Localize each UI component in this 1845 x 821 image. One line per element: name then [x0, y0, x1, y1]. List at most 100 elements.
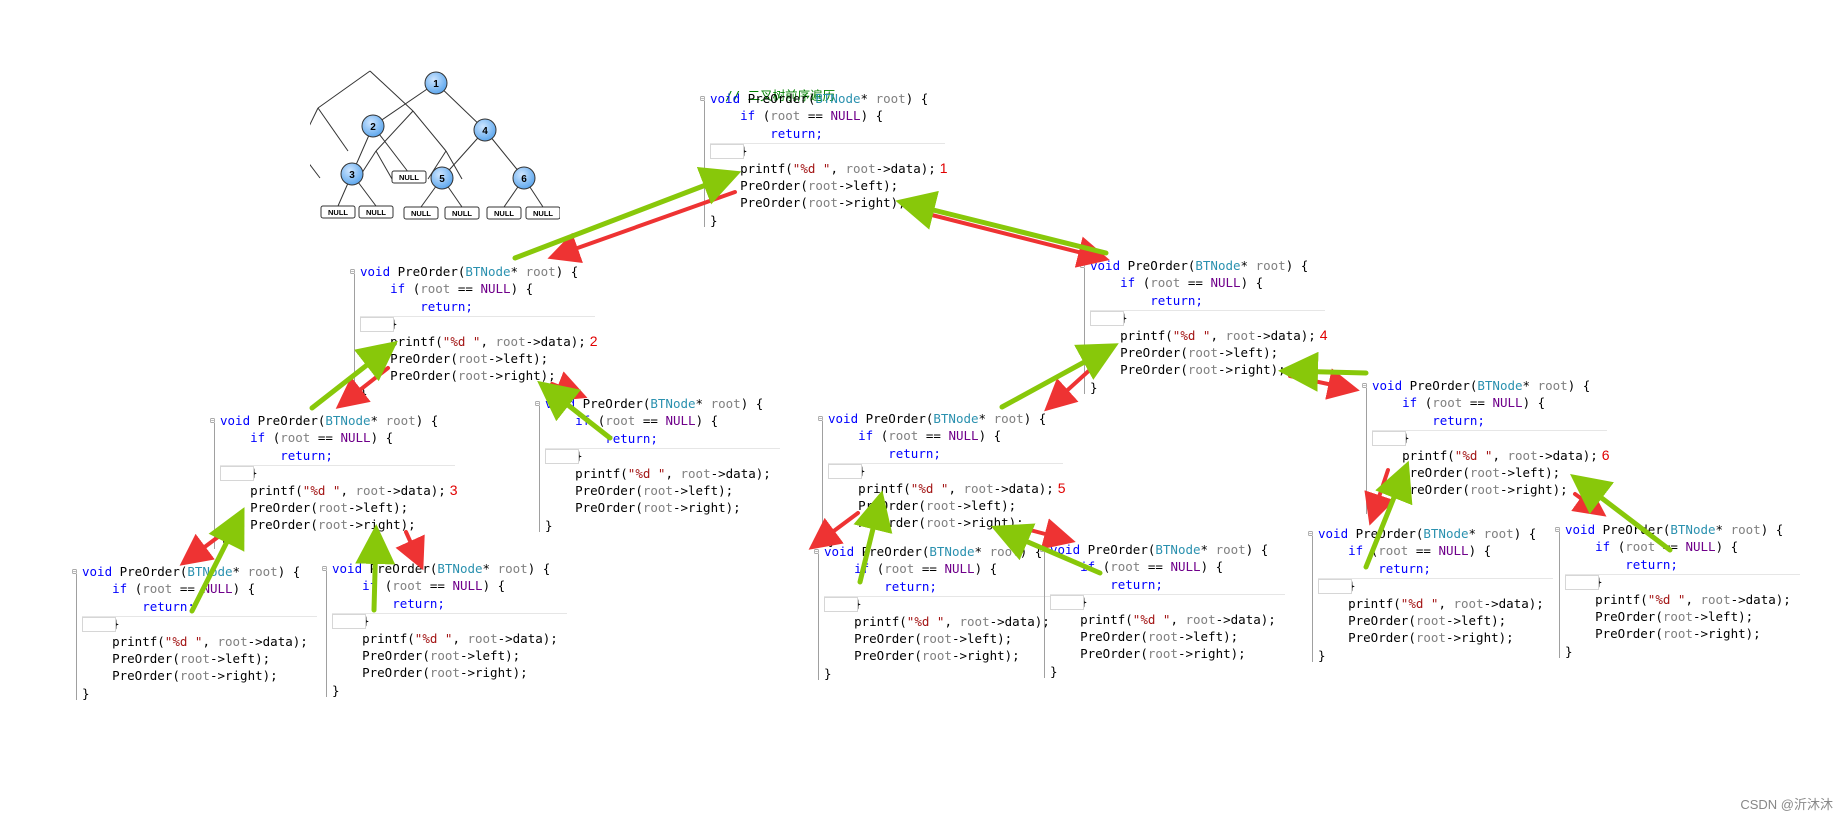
- return-arrow: [853, 490, 893, 585]
- collapse-icon[interactable]: ⊟: [1555, 525, 1560, 534]
- tree-node-5: 5: [430, 166, 454, 190]
- svg-text:NULL: NULL: [399, 173, 419, 182]
- scope-line: [704, 101, 705, 227]
- code-line: PreOrder(root->right);: [1595, 626, 1761, 642]
- return-arrow: [309, 340, 398, 411]
- preorder-function-block: void PreOrder(BTNode* root) { if (root =…: [700, 90, 948, 229]
- step-number: 5: [1053, 479, 1066, 496]
- step-number: 3: [445, 481, 458, 498]
- collapse-icon[interactable]: ⊟: [818, 414, 823, 423]
- divider: [824, 596, 1059, 597]
- code-line: return;: [1110, 576, 1163, 592]
- return-arrow: [990, 523, 1103, 576]
- divider: [332, 613, 567, 614]
- collapsed-region: [1090, 311, 1124, 326]
- collapsed-region: [220, 466, 254, 481]
- divider: [360, 316, 595, 317]
- svg-text:NULL: NULL: [328, 208, 348, 217]
- step-number: 4: [1315, 326, 1328, 343]
- code-line: printf("%d ", root->data); 6: [1402, 446, 1610, 463]
- call-arrow: [1028, 518, 1076, 550]
- scope-line: [354, 274, 355, 400]
- collapse-icon[interactable]: ⊟: [1362, 381, 1367, 390]
- code-line: return;: [1432, 412, 1485, 428]
- tree-node-4: 4: [473, 118, 497, 142]
- code-line: if (root == NULL) {: [1080, 559, 1224, 575]
- code-line: return;: [142, 598, 195, 614]
- code-line: PreOrder(root->left);: [1080, 628, 1239, 644]
- divider: [82, 616, 317, 617]
- code-line: return;: [605, 430, 658, 446]
- return-arrow: [189, 507, 245, 614]
- divider: [710, 143, 945, 144]
- code-line: printf("%d ", root->data); 2: [390, 332, 598, 349]
- code-line: return;: [280, 447, 333, 463]
- collapsed-region: [1318, 579, 1352, 594]
- tree-node-1: 1: [424, 71, 448, 95]
- scope-line: [1084, 268, 1085, 394]
- collapse-icon[interactable]: ⊟: [210, 416, 215, 425]
- divider: [220, 465, 455, 466]
- code-line: PreOrder(root->left);: [250, 499, 409, 515]
- code-line: printf("%d ", root->data); 5: [858, 479, 1066, 496]
- code-line: return;: [392, 595, 445, 611]
- collapsed-region: [1565, 575, 1599, 590]
- collapse-icon[interactable]: ⊟: [1308, 529, 1313, 538]
- collapsed-region: [360, 317, 394, 332]
- code-line: }: [545, 517, 553, 533]
- call-arrow: [335, 366, 390, 409]
- scope-line: [822, 421, 823, 547]
- svg-text:NULL: NULL: [452, 209, 472, 218]
- code-line: printf("%d ", root->data);: [112, 633, 308, 649]
- scope-line: [76, 574, 77, 700]
- collapse-icon[interactable]: ⊟: [814, 547, 819, 556]
- step-number: 2: [585, 332, 598, 349]
- call-arrow: [808, 511, 860, 550]
- binary-tree-nodes: 1 2 4 3 5 6 NULL NULL NULL NULL NULL NUL…: [320, 71, 560, 220]
- scope-line: [539, 406, 540, 532]
- null-leaf: NULL: [444, 206, 480, 220]
- code-line: printf("%d ", root->data); 3: [250, 481, 458, 498]
- collapse-icon[interactable]: ⊟: [72, 567, 77, 576]
- preorder-function-block: void PreOrder(BTNode* root) { if (root =…: [1308, 525, 1553, 664]
- code-line: return;: [770, 125, 823, 141]
- watermark: CSDN @沂沐沐: [1740, 797, 1833, 812]
- code-line: printf("%d ", root->data);: [1595, 591, 1791, 607]
- code-line: if (root == NULL) {: [1402, 395, 1546, 411]
- collapse-icon[interactable]: ⊟: [350, 267, 355, 276]
- code-line: PreOrder(root->left);: [575, 482, 734, 498]
- code-line: PreOrder(root->left);: [854, 630, 1013, 646]
- code-line: void PreOrder(BTNode* root) {: [710, 91, 929, 106]
- svg-text:5: 5: [439, 174, 445, 185]
- tree-node-6: 6: [512, 166, 536, 190]
- preorder-function-block: void PreOrder(BTNode* root) { if (root =…: [1080, 257, 1328, 396]
- divider: [1050, 594, 1285, 595]
- code-line: }: [710, 212, 718, 228]
- svg-text:1: 1: [433, 79, 439, 90]
- svg-text:NULL: NULL: [494, 209, 514, 218]
- svg-text:NULL: NULL: [366, 208, 386, 217]
- divider: [1318, 578, 1553, 579]
- code-line: }: [1090, 379, 1098, 395]
- code-line: if (root == NULL) {: [740, 108, 884, 124]
- code-line: PreOrder(root->right);: [1348, 630, 1514, 646]
- return-arrow: [1278, 351, 1369, 392]
- code-line: if (root == NULL) {: [1120, 275, 1264, 291]
- code-line: if (root == NULL) {: [1348, 543, 1492, 559]
- collapse-icon[interactable]: ⊟: [322, 564, 327, 573]
- code-line: void PreOrder(BTNode* root) {: [1372, 378, 1591, 393]
- scope-line: [214, 423, 215, 549]
- code-line: printf("%d ", root->data);: [1080, 611, 1276, 627]
- collapse-icon[interactable]: ⊟: [700, 94, 705, 103]
- code-line: if (root == NULL) {: [250, 430, 394, 446]
- null-leaf: NULL: [391, 170, 427, 184]
- code-line: return;: [1150, 292, 1203, 308]
- code-line: printf("%d ", root->data);: [575, 465, 771, 481]
- code-line: if (root == NULL) {: [390, 281, 534, 297]
- preorder-function-block: void PreOrder(BTNode* root) { if (root =…: [322, 560, 567, 699]
- return-arrow: [999, 343, 1119, 410]
- code-line: PreOrder(root->left);: [740, 177, 899, 193]
- return-arrow: [895, 190, 1109, 256]
- code-line: PreOrder(root->left);: [1402, 464, 1561, 480]
